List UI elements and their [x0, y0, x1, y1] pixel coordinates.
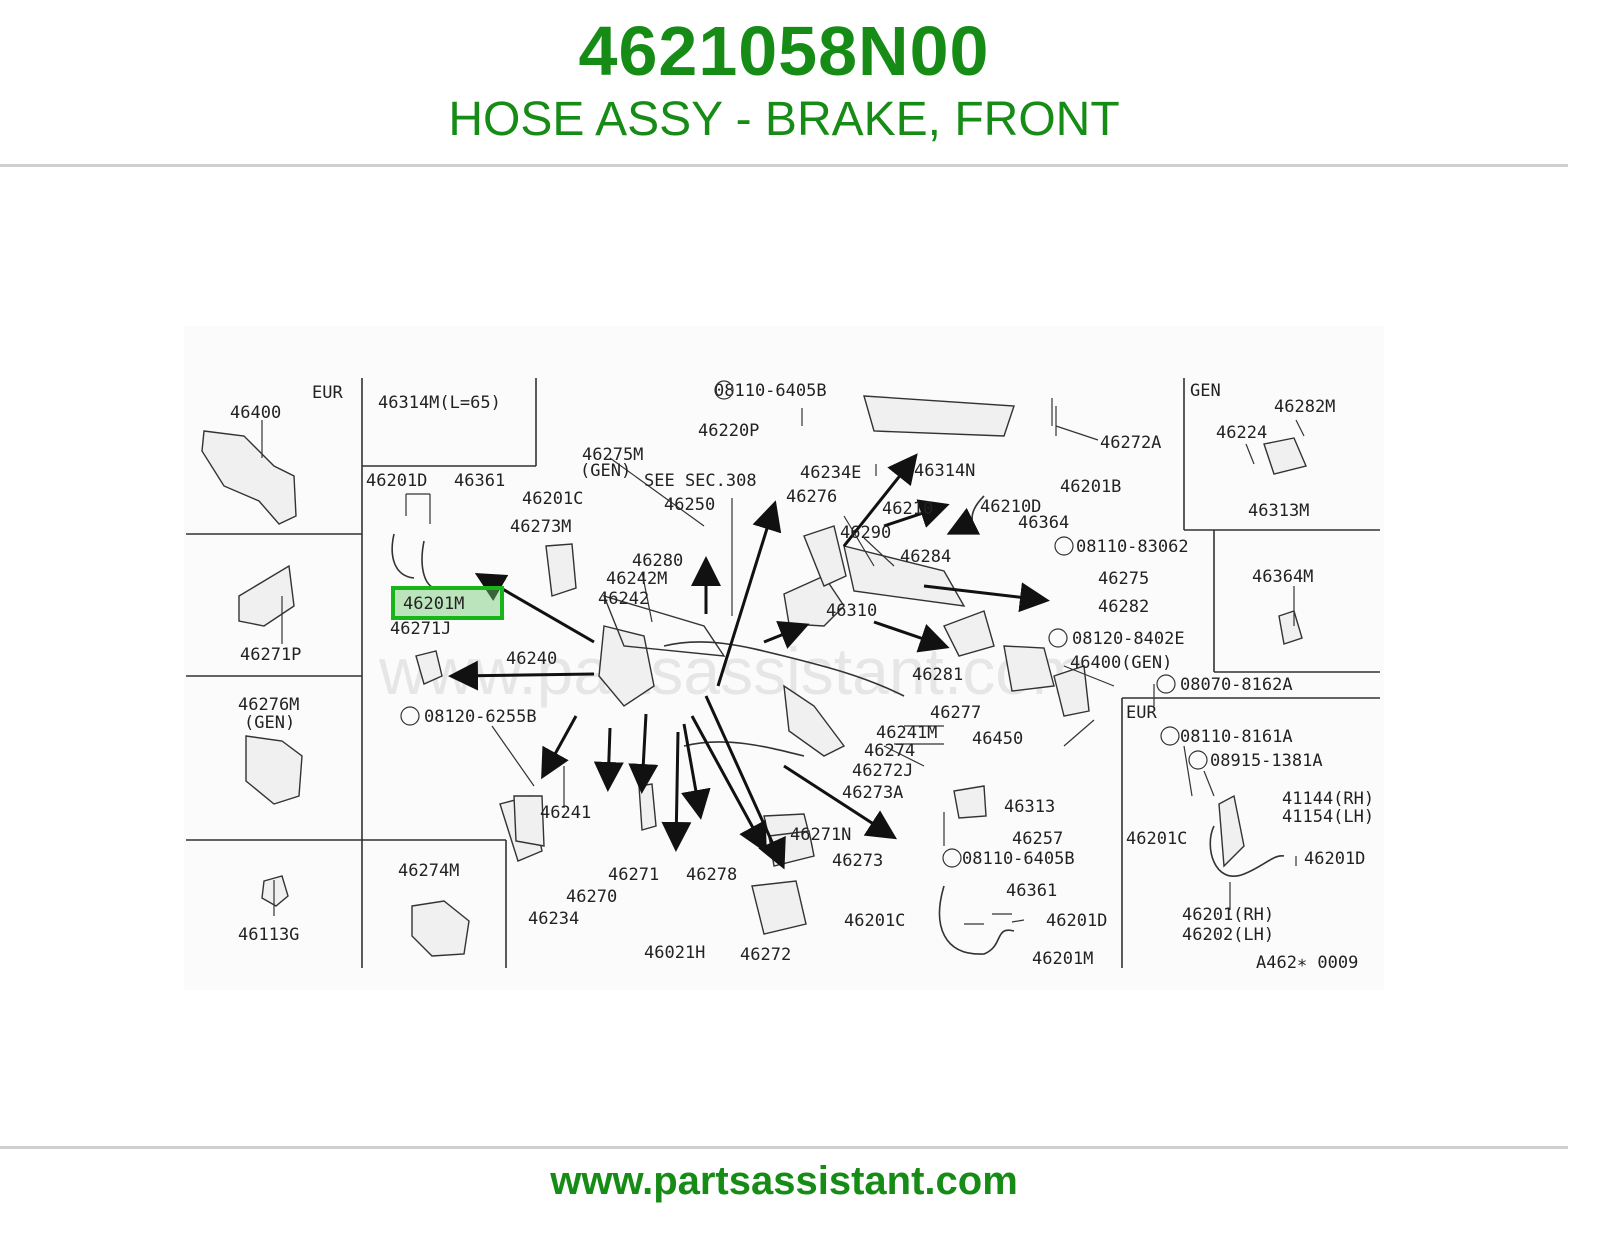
label-46280: 46280 — [632, 551, 683, 571]
label-46201M-bottom: 46201M — [1032, 949, 1093, 969]
label-46021H: 46021H — [644, 943, 705, 963]
label-46281: 46281 — [912, 665, 963, 685]
label-08120-8402E: 08120-8402E — [1072, 629, 1185, 649]
label-46241: 46241 — [540, 803, 591, 823]
label-46275M: 46275M — [582, 445, 643, 465]
label-46271P: 46271P — [240, 645, 301, 665]
highlighted-part-label: 46201M — [403, 594, 465, 614]
label-46361-left: 46361 — [454, 471, 505, 491]
label-46276: 46276 — [786, 487, 837, 507]
component-shapes — [201, 395, 1307, 957]
label-eur-left: EUR — [312, 383, 343, 403]
footer-website-link[interactable]: www.partsassistant.com — [550, 1159, 1018, 1203]
label-46284: 46284 — [900, 547, 951, 567]
label-46313: 46313 — [1004, 797, 1055, 817]
label-46272A: 46272A — [1100, 433, 1161, 453]
label-46201-rh: 46201(RH) — [1182, 905, 1274, 925]
label-46224: 46224 — [1216, 423, 1267, 443]
label-46314M: 46314M(L=65) — [378, 393, 501, 413]
label-46271N: 46271N — [790, 825, 851, 845]
label-46201B: 46201B — [1060, 477, 1121, 497]
label-46234E: 46234E — [800, 463, 861, 483]
label-46364M: 46364M — [1252, 567, 1313, 587]
label-46274: 46274 — [864, 741, 915, 761]
part-labels: EUR 46400 46271P 46276M (GEN) 46113G 463… — [230, 381, 1374, 973]
label-46210: 46210 — [882, 499, 933, 519]
label-46450: 46450 — [972, 729, 1023, 749]
diagram-ref-code: A462∗ 0009 — [1256, 953, 1358, 973]
label-46201D-eur: 46201D — [1304, 849, 1365, 869]
label-46273A: 46273A — [842, 783, 903, 803]
parts-diagram: www.partsassistant.com — [184, 326, 1384, 990]
label-46210D: 46210D — [980, 497, 1041, 517]
label-46276M: 46276M — [238, 695, 299, 715]
label-08110-6405B-bottom: 08110-6405B — [962, 849, 1075, 869]
label-46290: 46290 — [840, 523, 891, 543]
label-46282M: 46282M — [1274, 397, 1335, 417]
diagram-svg: www.partsassistant.com — [184, 326, 1384, 990]
label-46270: 46270 — [566, 887, 617, 907]
label-46113G: 46113G — [238, 925, 299, 945]
label-46313M: 46313M — [1248, 501, 1309, 521]
header-divider — [0, 164, 1568, 167]
part-number-title: 4621058N00 — [578, 12, 990, 90]
label-46242: 46242 — [598, 589, 649, 609]
label-46310: 46310 — [826, 601, 877, 621]
part-description: HOSE ASSY - BRAKE, FRONT — [448, 93, 1120, 146]
label-46271J: 46271J — [390, 619, 451, 639]
label-46250: 46250 — [664, 495, 715, 515]
label-46274M: 46274M — [398, 861, 459, 881]
label-41154-lh: 41154(LH) — [1282, 807, 1374, 827]
label-46201C-eur: 46201C — [1126, 829, 1187, 849]
label-46314N: 46314N — [914, 461, 975, 481]
label-08120-6255B: 08120-6255B — [424, 707, 537, 727]
label-gen-46275M: (GEN) — [580, 461, 631, 481]
label-46202-lh: 46202(LH) — [1182, 925, 1274, 945]
label-46201C-bottom: 46201C — [844, 911, 905, 931]
label-46275: 46275 — [1098, 569, 1149, 589]
label-46277: 46277 — [930, 703, 981, 723]
label-46201D-left: 46201D — [366, 471, 427, 491]
label-46242M: 46242M — [606, 569, 667, 589]
label-gen-46276M: (GEN) — [244, 713, 295, 733]
label-08110-6405B-top: 08110-6405B — [714, 381, 827, 401]
label-46272: 46272 — [740, 945, 791, 965]
label-46400-gen: 46400(GEN) — [1070, 653, 1172, 673]
label-eur-right: EUR — [1126, 703, 1157, 723]
label-gen-right: GEN — [1190, 381, 1221, 401]
label-46240: 46240 — [506, 649, 557, 669]
label-46220P: 46220P — [698, 421, 759, 441]
label-08110-83062: 08110-83062 — [1076, 537, 1189, 557]
highlighted-part-46201M[interactable]: 46201M — [391, 586, 504, 620]
label-46271: 46271 — [608, 865, 659, 885]
label-46273: 46273 — [832, 851, 883, 871]
label-46278: 46278 — [686, 865, 737, 885]
label-46400: 46400 — [230, 403, 281, 423]
fastener-markers — [400, 380, 1208, 868]
label-46201D-bottom: 46201D — [1046, 911, 1107, 931]
label-46361-bottom: 46361 — [1006, 881, 1057, 901]
label-46282: 46282 — [1098, 597, 1149, 617]
label-08110-8161A: 08110-8161A — [1180, 727, 1293, 747]
panel-lines — [186, 378, 1380, 968]
label-46364: 46364 — [1018, 513, 1069, 533]
leader-arrows — [448, 453, 1050, 870]
label-08070-8162A: 08070-8162A — [1180, 675, 1293, 695]
label-see-sec-308: SEE SEC.308 — [644, 471, 757, 491]
label-46272J: 46272J — [852, 761, 913, 781]
label-41144-rh: 41144(RH) — [1282, 789, 1374, 809]
label-08915-1381A: 08915-1381A — [1210, 751, 1323, 771]
label-leaders — [261, 398, 1305, 925]
label-46273M: 46273M — [510, 517, 571, 537]
label-46201C-left: 46201C — [522, 489, 583, 509]
label-46234: 46234 — [528, 909, 579, 929]
footer-divider — [0, 1146, 1568, 1149]
label-46241M: 46241M — [876, 723, 937, 743]
page-header: 4621058N00 HOSE ASSY - BRAKE, FRONT — [0, 0, 1568, 166]
label-46257: 46257 — [1012, 829, 1063, 849]
